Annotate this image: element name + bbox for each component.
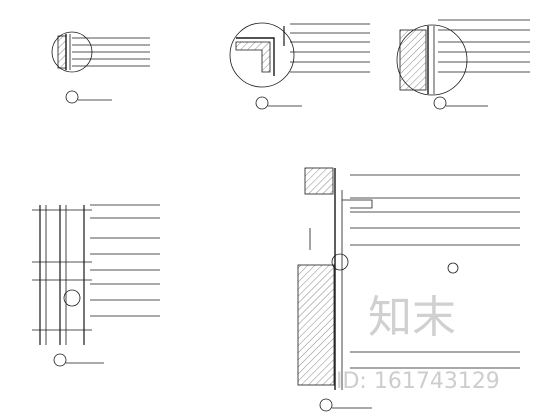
detail-2-top-mid <box>229 22 370 110</box>
section-left <box>32 204 160 367</box>
detail-circle-2 <box>229 22 295 88</box>
detail-3-top-right <box>396 19 530 110</box>
section-tag-right <box>319 398 333 412</box>
section-right <box>297 167 520 412</box>
section-tag-left <box>53 353 67 367</box>
detail-tag-1 <box>65 90 79 104</box>
watermark: 知末 ID: 161743129 <box>336 292 500 394</box>
detail-tag-2 <box>255 96 269 110</box>
detail-tag-3 <box>433 96 447 110</box>
detail-circle-3 <box>396 24 468 96</box>
watermark-id: ID: 161743129 <box>336 369 500 394</box>
watermark-brand: 知末 <box>368 292 456 343</box>
detail-1-top-left <box>51 31 150 104</box>
